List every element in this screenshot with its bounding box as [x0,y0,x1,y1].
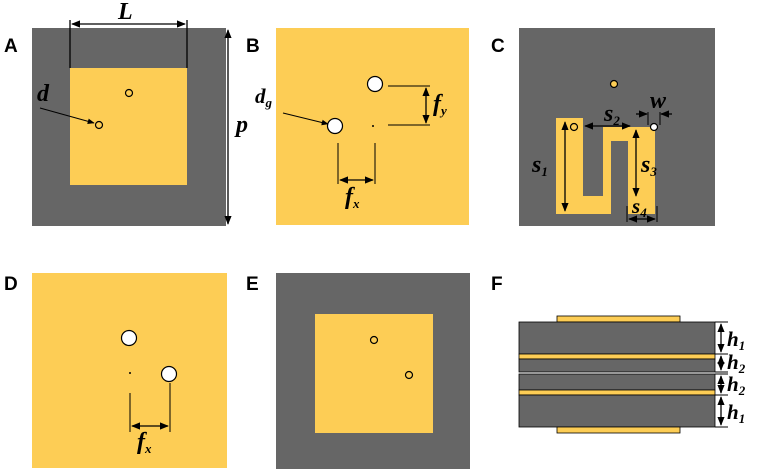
hole-top-b [366,75,384,93]
label-s4: s4 [631,194,647,220]
metal-layer-2-f [518,389,716,396]
panel-label-b: B [246,36,260,57]
panel-c: C w s2 s1 s3 s4 [491,28,715,226]
panel-f: F h1 h2 h2 h1 [491,274,746,434]
hole-bottom-d [160,365,178,383]
via-right-c [649,122,659,132]
label-s1: s1 [531,152,548,179]
hole-left-b [326,117,344,135]
label-fx: fx [345,184,360,211]
top-substrate-f [518,321,716,355]
via-top-e [369,335,379,345]
label-h1-top: h1 [727,327,745,353]
panel-label-c: C [491,36,505,57]
label-d: d [37,81,50,107]
dg-pointer [282,112,329,126]
hole-top-d [120,329,138,347]
via-top-a [124,88,134,98]
label-w: w [650,88,667,114]
middle-substrate-1-f [518,358,716,373]
label-h2-bottom: h2 [727,372,746,398]
middle-substrate-2-f [518,373,716,391]
label-l: L [117,0,133,25]
bottom-patch-f [556,426,681,434]
label-s3: s3 [640,152,657,179]
patch-a [70,68,187,185]
center-dot-d [129,372,131,374]
metal-layer-1-f [518,353,716,360]
label-h2-top: h2 [727,350,746,376]
label-dg: dg [255,84,273,110]
panel-label-e: E [246,274,259,295]
via-right-e [404,370,414,380]
d-pointer [39,107,95,125]
label-p: p [234,112,248,138]
patch-e [315,314,433,433]
via-left-c [569,122,579,132]
panel-label-a: A [4,36,18,57]
bottom-substrate-f [518,394,716,428]
center-dot-b [372,125,374,127]
label-fx-d: fx [137,429,152,456]
label-s2: s2 [603,101,620,128]
via-left-a [94,120,104,130]
label-fy: fy [433,91,447,118]
panel-label-d: D [4,274,18,295]
top-patch-f [556,315,681,323]
patch-d [32,273,227,468]
label-h1-bottom: h1 [727,400,745,426]
via-top-c [609,79,619,89]
panel-a: A L d p [4,0,248,226]
panel-e: E [246,273,470,469]
panel-b: B fy fx dg [246,28,469,225]
meander-line [556,118,655,214]
panel-d: D fx [4,273,227,468]
panel-label-f: F [491,274,503,295]
